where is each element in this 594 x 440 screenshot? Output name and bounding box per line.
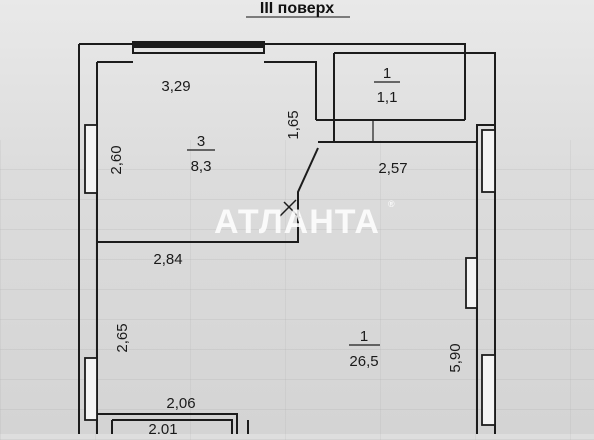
left-window-room1: [84, 357, 98, 421]
room1-number: 1: [360, 328, 368, 345]
dim-room3-left: 2,60: [108, 145, 125, 174]
small-room-number: 1: [383, 65, 391, 82]
room3-top-right: [264, 61, 317, 120]
door-swing-mark: [279, 199, 297, 217]
dim-bottom-206: 2,06: [166, 395, 195, 412]
left-window-room3: [84, 124, 98, 194]
watermark-registered-mark: ®: [388, 199, 396, 209]
room3-number: 3: [197, 133, 205, 150]
corridor-wall: [318, 124, 495, 143]
dim-room3-top: 3,29: [161, 78, 190, 95]
room1-area: 26,5: [349, 353, 378, 370]
room3-area: 8,3: [191, 158, 212, 175]
dim-corridor: 2,57: [378, 160, 407, 177]
right-window-corridor: [481, 129, 496, 193]
small-room-walls: [333, 52, 465, 143]
dim-bottom-201: 2,01: [148, 421, 177, 434]
dim-room3-right: 1,65: [285, 110, 302, 139]
bottom-room-wall: [97, 413, 238, 434]
dim-room1-right: 5,90: [447, 343, 464, 372]
watermark-logo: АТЛАНТА: [214, 203, 380, 241]
right-window-lower: [481, 354, 496, 426]
floor-title: III поверх: [260, 0, 334, 17]
small-room-area: 1,1: [377, 89, 398, 106]
door-swing-mark-2: [283, 201, 301, 219]
right-window-upper: [465, 257, 478, 309]
dim-room1-left: 2,65: [114, 323, 131, 352]
bottom-room-inner: [111, 419, 233, 434]
dim-room3-bottom: 2,84: [153, 251, 182, 268]
